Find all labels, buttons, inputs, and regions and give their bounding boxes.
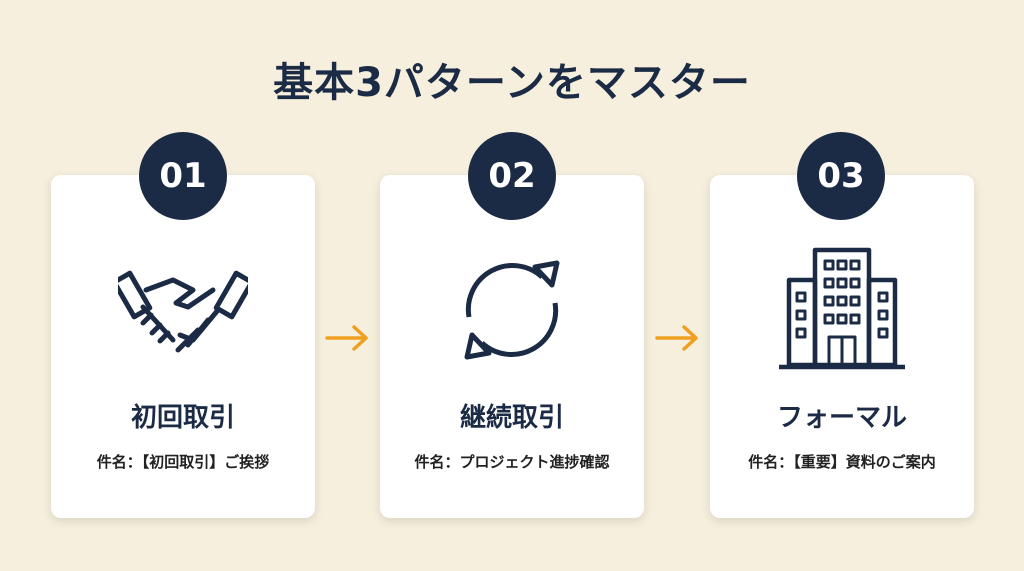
arrow-right-icon — [655, 325, 698, 351]
handshake-icon — [118, 270, 248, 353]
office-building-icon — [779, 247, 905, 370]
step-heading: フォーマル — [776, 403, 907, 433]
step-card-ongoing: 継続取引 件名：プロジェクト進捗確認 — [380, 175, 644, 518]
page-title: 基本3パターンをマスター — [273, 60, 751, 106]
step-heading: 初回取引 — [130, 403, 235, 433]
step-number-badge: 02 — [468, 132, 556, 220]
refresh-cycle-icon — [464, 260, 560, 360]
step-card-formal: フォーマル 件名：【重要】資料のご案内 — [710, 175, 974, 518]
step-number-badge: 01 — [139, 132, 227, 220]
step-heading: 継続取引 — [459, 403, 564, 433]
step-card-first-contact: 初回取引 件名：【初回取引】ご挨拶 — [51, 175, 315, 518]
arrow-right-icon — [325, 325, 368, 351]
step-number-badge: 03 — [797, 132, 885, 220]
step-subject-example: 件名：【初回取引】ご挨拶 — [96, 453, 270, 471]
step-subject-example: 件名：プロジェクト進捗確認 — [414, 453, 610, 471]
step-subject-example: 件名：【重要】資料のご案内 — [748, 453, 936, 471]
